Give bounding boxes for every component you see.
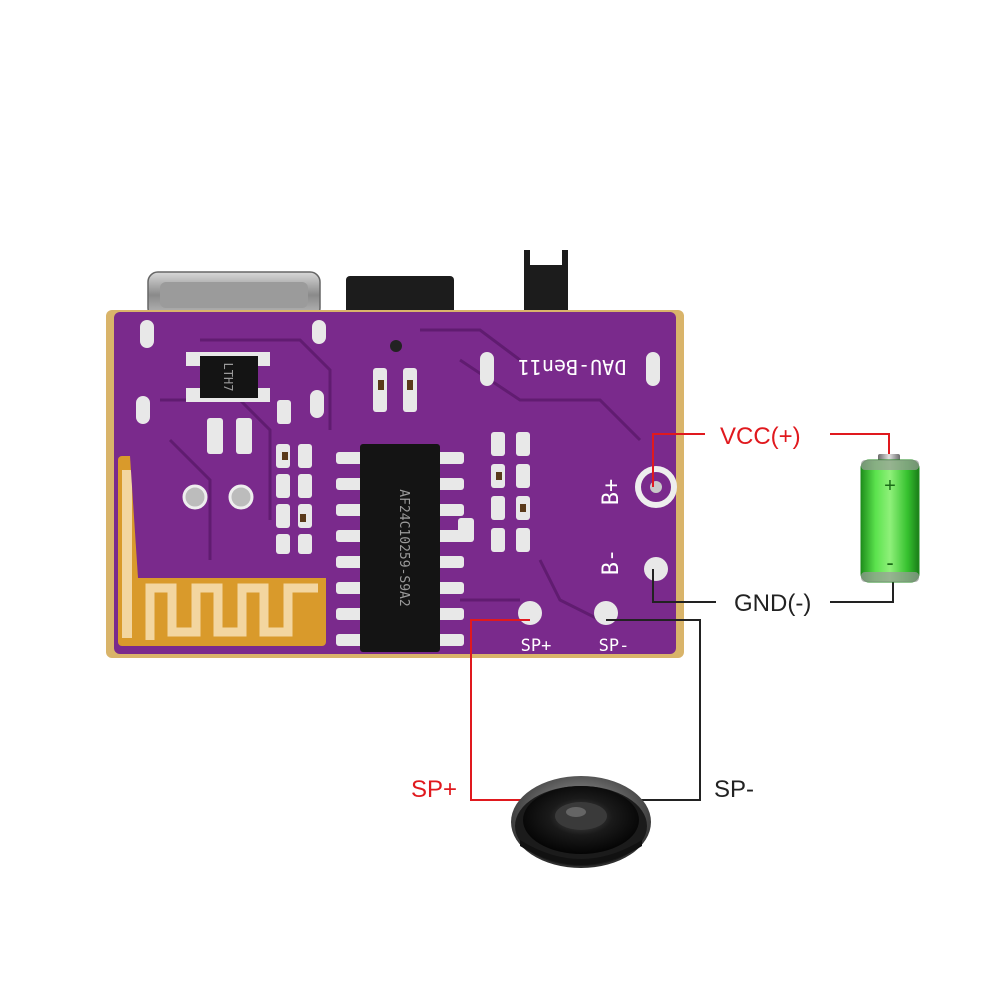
label-spplus: SP+ — [521, 636, 552, 656]
main-ic: AF24C10259-S9A2 — [336, 444, 464, 652]
battery-icon: + - — [860, 454, 920, 583]
battery-plus: + — [884, 475, 896, 497]
audio-jack — [346, 276, 454, 318]
callout-sp-minus: SP- — [714, 776, 754, 803]
callout-sp-plus: SP+ — [411, 776, 457, 803]
wires — [470, 433, 894, 801]
switch-tab — [524, 250, 568, 318]
regulator-marking: LTH7 — [221, 363, 235, 392]
callout-vcc: VCC(+) — [720, 423, 801, 450]
wire-spminus — [602, 619, 701, 801]
wire-spplus — [470, 619, 538, 801]
wire-vcc-battery — [830, 433, 890, 456]
chip-marking: AF24C10259-S9A2 — [396, 489, 411, 606]
mounting-hole — [182, 484, 208, 510]
pad-spplus — [518, 601, 542, 625]
pad-bminus — [644, 557, 668, 581]
board-silkscreen: DAU-Ben11 — [518, 355, 626, 379]
wire-gnd — [652, 569, 716, 603]
usb-connector — [147, 271, 321, 319]
pad-spminus — [594, 601, 618, 625]
mounting-hole — [228, 484, 254, 510]
label-bminus: B- — [599, 549, 624, 576]
wire-vcc — [652, 433, 705, 487]
speaker-icon — [511, 776, 651, 868]
battery-minus: - — [886, 550, 893, 575]
wire-gnd-battery — [830, 580, 894, 603]
label-bplus: B+ — [599, 479, 624, 506]
via-hole — [390, 340, 402, 352]
regulator-ic: LTH7 — [186, 352, 270, 402]
label-spminus: SP- — [599, 636, 630, 656]
pcb-board: LTH7 AF24C102 — [106, 310, 684, 658]
callout-gnd: GND(-) — [734, 590, 811, 617]
antenna-trace — [145, 583, 318, 640]
